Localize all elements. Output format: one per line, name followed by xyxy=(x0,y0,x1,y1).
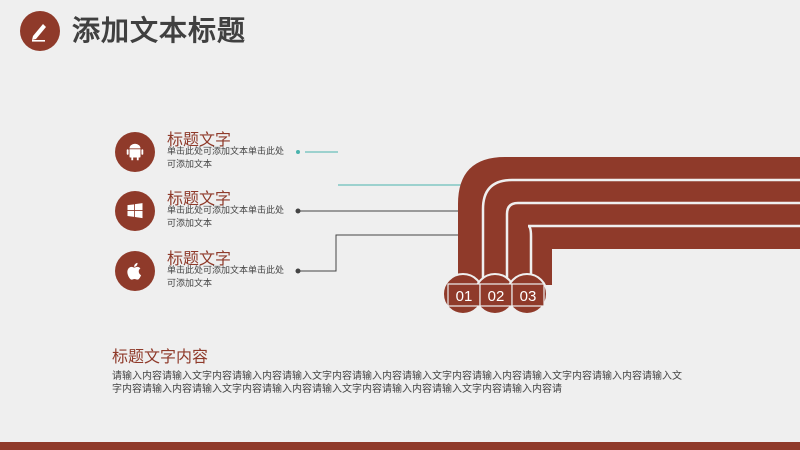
pencil-icon xyxy=(20,11,60,51)
item-desc: 单击此处可添加文本单击此处可添加文本 xyxy=(167,147,285,170)
section-body: 请输入内容请输入文字内容请输入内容请输入文字内容请输入内容请输入文字内容请输入内… xyxy=(112,371,682,395)
leader-dot-1 xyxy=(296,150,300,154)
item-title: 标题文字 xyxy=(167,249,232,268)
list-item: 标题文字 单击此处可添加文本单击此处可添加文本 xyxy=(115,130,295,172)
leader-line-3 xyxy=(300,234,510,272)
item-desc: 单击此处可添加文本单击此处可添加文本 xyxy=(167,206,285,229)
list-item: 标题文字 单击此处可添加文本单击此处可添加文本 xyxy=(115,189,295,231)
step-circle-1 xyxy=(442,273,484,315)
android-icon xyxy=(115,132,155,172)
lane-line-1 xyxy=(481,178,800,285)
leader-dot-3 xyxy=(295,268,301,274)
track-band xyxy=(458,157,800,285)
item-desc: 单击此处可添加文本单击此处可添加文本 xyxy=(167,266,285,289)
step-label-3: 03 xyxy=(520,288,537,305)
footer-bar xyxy=(0,442,800,450)
windows-icon xyxy=(115,191,155,231)
apple-icon xyxy=(115,251,155,291)
step-circle-2 xyxy=(474,273,516,315)
item-title: 标题文字 xyxy=(167,189,232,208)
leader-dot-2 xyxy=(295,208,301,214)
lane-line-3 xyxy=(527,224,800,285)
step-label-2: 02 xyxy=(488,288,505,305)
page-title: 添加文本标题 xyxy=(72,14,247,47)
item-title: 标题文字 xyxy=(167,130,232,149)
list-item: 标题文字 单击此处可添加文本单击此处可添加文本 xyxy=(115,249,295,291)
step-label-1: 01 xyxy=(456,288,473,305)
lane-line-2 xyxy=(505,201,800,285)
step-circle-3 xyxy=(506,273,548,315)
section-title: 标题文字内容 xyxy=(112,347,209,366)
